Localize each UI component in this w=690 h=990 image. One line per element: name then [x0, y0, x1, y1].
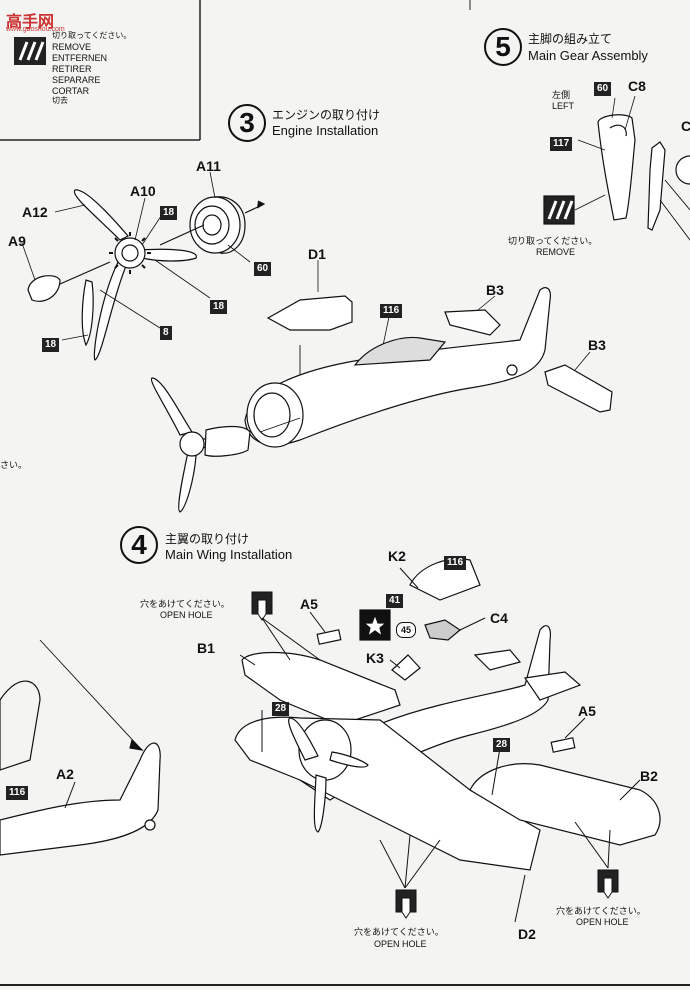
- open-hole-en-3: OPEN HOLE: [576, 917, 629, 927]
- paint-tag-28-b: 28: [493, 738, 511, 752]
- step3-title-en: Engine Installation: [272, 123, 379, 138]
- legend-line-3: RETIRER: [52, 64, 92, 74]
- left-label-en: LEFT: [552, 101, 575, 111]
- aircraft-wings-step4-drawing: [0, 558, 661, 871]
- part-label-d1: D1: [308, 246, 326, 262]
- remove-note-en: REMOVE: [536, 247, 576, 257]
- paint-tag-18-a: 18: [160, 206, 178, 220]
- step5-title-en: Main Gear Assembly: [528, 48, 648, 63]
- step3-title-jp: エンジンの取り付け: [272, 108, 381, 122]
- paint-tag-116-b: 116: [444, 556, 467, 570]
- part-label-b3-b: B3: [588, 337, 606, 353]
- propeller-assembly-drawing: [27, 189, 266, 361]
- part-label-a9: A9: [8, 233, 26, 249]
- part-label-b2: B2: [640, 768, 658, 784]
- part-label-k2: K2: [388, 548, 406, 564]
- part-label-a12: A12: [22, 204, 48, 220]
- paint-tag-116-c: 116: [6, 786, 29, 800]
- legend-cn: 切去: [52, 96, 68, 105]
- paint-tag-8: 8: [160, 326, 172, 340]
- legend-line-4: SEPARARE: [52, 75, 101, 85]
- paint-tag-116-a: 116: [380, 304, 403, 318]
- part-label-k3: K3: [366, 650, 384, 666]
- legend-line-2: ENTFERNEN: [52, 53, 108, 63]
- remove-cut-icon: [14, 37, 46, 65]
- paint-tag-117: 117: [550, 137, 573, 151]
- part-label-b3-a: B3: [486, 282, 504, 298]
- paint-tag-60-b: 60: [594, 82, 612, 96]
- paint-tag-60-a: 60: [254, 262, 272, 276]
- open-hole-jp-1: 穴をあけてください。: [140, 600, 230, 610]
- watermark-logo: 高手网: [6, 14, 55, 31]
- part-label-b1: B1: [197, 640, 215, 656]
- paint-tag-41: 41: [386, 594, 404, 608]
- paint-tag-18-c: 18: [42, 338, 60, 352]
- part-label-a2: A2: [56, 766, 74, 782]
- open-hole-markers: [64, 567, 641, 923]
- legend-line-1: REMOVE: [52, 42, 92, 52]
- main-gear-drawing: [543, 95, 690, 241]
- paint-tag-18-b: 18: [210, 300, 228, 314]
- part-label-a5-a: A5: [300, 596, 318, 612]
- part-label-c4: C4: [490, 610, 508, 626]
- part-label-c-partial: C: [681, 118, 690, 134]
- open-hole-jp-3: 穴をあけてください。: [556, 907, 646, 917]
- step4-number: 4: [120, 526, 158, 564]
- part-label-d2: D2: [518, 926, 536, 942]
- open-hole-jp-2: 穴をあけてください。: [354, 928, 444, 938]
- remove-note-jp: 切り取ってください。: [508, 237, 598, 247]
- part-label-a5-b: A5: [578, 703, 596, 719]
- open-hole-en-1: OPEN HOLE: [160, 610, 213, 620]
- part-label-a11: A11: [196, 158, 221, 174]
- open-hole-en-2: OPEN HOLE: [374, 939, 427, 949]
- part-label-a10: A10: [130, 183, 156, 199]
- watermark-url: www.gaoshou.com: [6, 26, 65, 33]
- left-edge-text: さい。: [0, 461, 28, 471]
- step5-number: 5: [484, 28, 522, 66]
- step5-title-jp: 主脚の組み立て: [528, 32, 613, 46]
- paint-tag-45: 45: [396, 622, 416, 638]
- legend-jp: 切り取ってください。: [52, 31, 132, 40]
- paint-tag-28-a: 28: [272, 702, 290, 716]
- step4-title-en: Main Wing Installation: [165, 547, 293, 562]
- aircraft-fuselage-step3-drawing: [150, 287, 613, 513]
- legend-line-5: CORTAR: [52, 86, 90, 96]
- step4-title-jp: 主翼の取り付け: [165, 532, 250, 546]
- part-label-c8: C8: [628, 78, 646, 94]
- step3-number: 3: [228, 104, 266, 142]
- left-label-jp: 左側: [552, 91, 571, 101]
